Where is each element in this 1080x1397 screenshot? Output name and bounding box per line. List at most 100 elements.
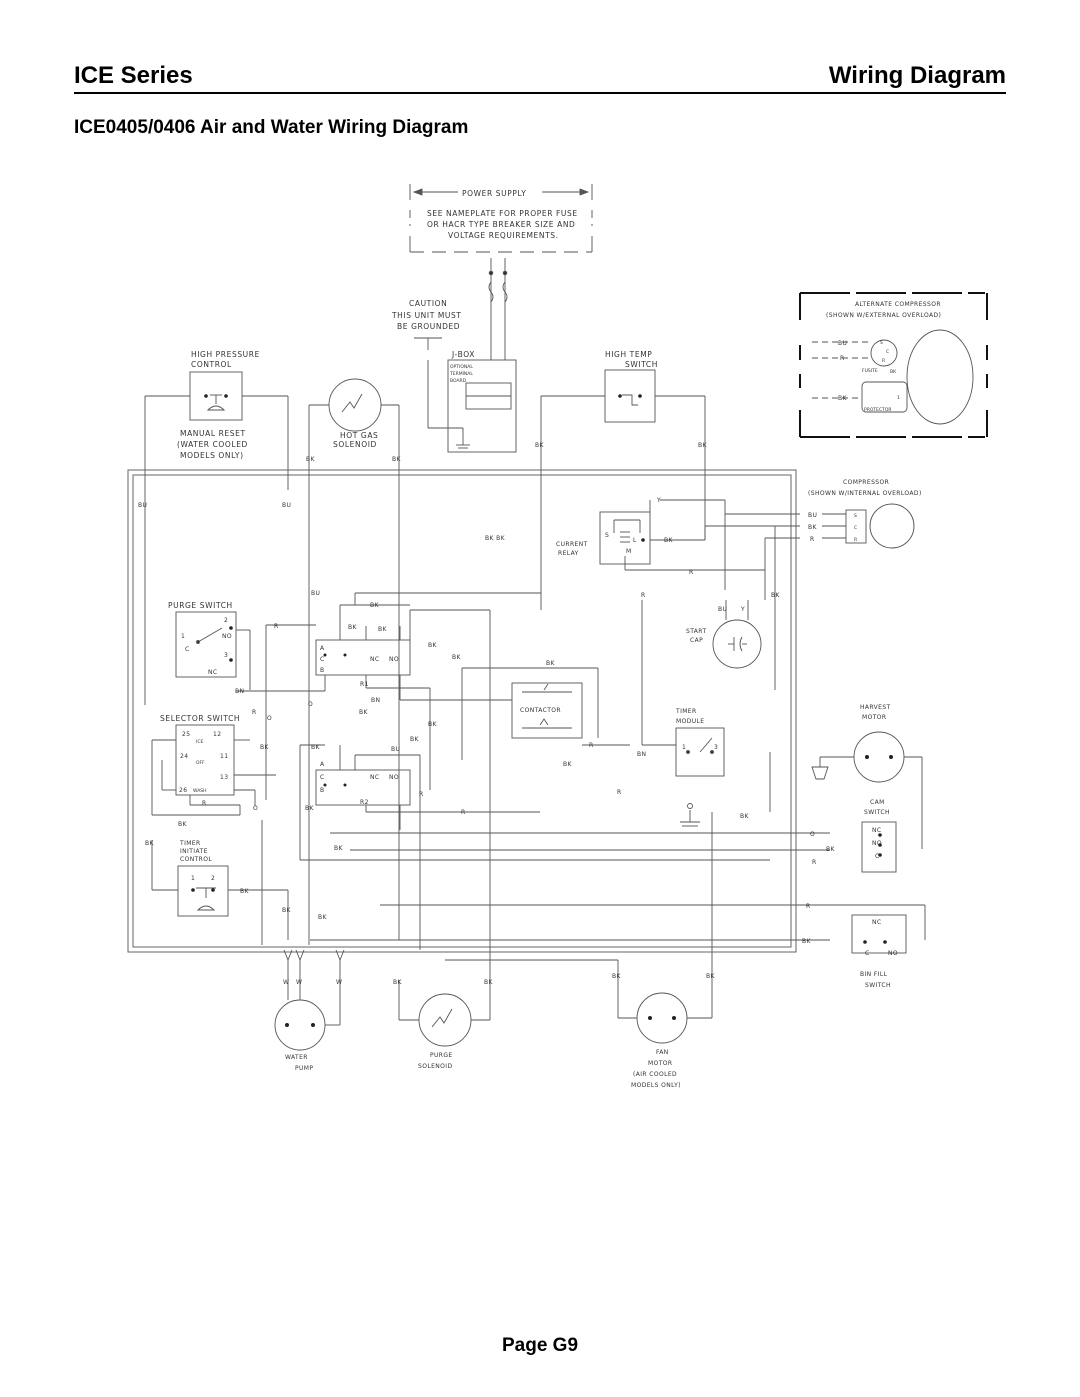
compressor-pin-s: S <box>854 513 857 519</box>
wire-label: BK <box>378 626 388 633</box>
wire-label: BK <box>410 736 420 743</box>
wire-label: BU <box>718 606 727 613</box>
wire-label: BK <box>370 602 380 609</box>
wire-label: BK <box>282 907 292 914</box>
wire-label: BU <box>282 502 291 509</box>
bin-fill-title-2: SWITCH <box>865 982 891 989</box>
r2-label: R2 <box>360 799 369 806</box>
power-supply-line-3: VOLTAGE REQUIREMENTS. <box>448 231 559 240</box>
wire-label: R <box>461 809 466 816</box>
purge-term-no: NO <box>222 633 232 640</box>
hot-gas-label-1: HOT GAS <box>340 431 378 440</box>
wire-label: R <box>274 623 279 630</box>
start-capacitor <box>712 619 762 669</box>
purge-term-nc: NC <box>208 669 217 676</box>
harvest-motor-label-2: MOTOR <box>862 714 886 721</box>
compressor-wire-bk: BK <box>808 524 818 531</box>
wire-label: W <box>283 979 289 986</box>
fan-motor-label-2: MOTOR <box>648 1060 672 1067</box>
r2-term-a: A <box>320 761 325 768</box>
wire-label: BK <box>260 744 270 751</box>
high-pressure-note-3: MODELS ONLY) <box>180 451 244 460</box>
wire-label: BK <box>306 456 316 463</box>
selector-off: OFF <box>196 760 205 766</box>
wire-label: O <box>267 715 272 722</box>
alt-wire-bu: BU <box>838 340 847 347</box>
timer-initiate-term-2: 2 <box>211 875 215 882</box>
jbox-board-3: BOARD <box>450 378 467 384</box>
jbox-board-1: OPTIONAL <box>450 364 473 370</box>
wire-label: W <box>296 979 302 986</box>
alt-protector: PROTECTOR <box>864 407 892 413</box>
wire-label: R <box>589 742 594 749</box>
purge-solenoid-label-1: PURGE <box>430 1052 453 1059</box>
fan-motor-label-4: MODELS ONLY) <box>631 1082 681 1089</box>
wire-label: BK <box>563 761 573 768</box>
r1-term-a: A <box>320 645 325 652</box>
jbox-board-2: TERMINAL <box>449 371 473 377</box>
section-title: Wiring Diagram <box>828 62 1006 89</box>
wire-label: BU <box>138 502 147 509</box>
timer-module <box>675 727 725 777</box>
bin-term-c: C <box>865 950 870 957</box>
wire-label: BK <box>484 979 494 986</box>
start-cap-label-1: START <box>686 628 707 635</box>
fan-motor-label-1: FAN <box>656 1049 669 1056</box>
page-number: Page G9 <box>501 1335 579 1356</box>
caution-line-1: THIS UNIT MUST <box>391 311 462 320</box>
compressor-pin-c: C <box>854 525 857 531</box>
alt-compressor-title-2: (SHOWN W/EXTERNAL OVERLOAD) <box>826 312 941 319</box>
wire-label: BK <box>428 642 438 649</box>
r1-term-nc: NC <box>370 656 379 663</box>
r1-term-b: B <box>320 667 325 674</box>
timer-initiate-control <box>177 865 229 917</box>
wire-label: BK <box>706 973 716 980</box>
cam-term-nc: NC <box>872 827 881 834</box>
wire-label: BK <box>612 973 622 980</box>
relay-r1 <box>315 639 411 676</box>
selector-switch <box>175 724 235 796</box>
purge-term-3: 3 <box>224 652 228 659</box>
wire-label: BK <box>145 840 155 847</box>
wire-label: BK <box>393 979 403 986</box>
purge-switch <box>175 611 237 678</box>
contactor-label: CONTACTOR <box>520 707 561 714</box>
caution-label: CAUTION <box>409 299 447 308</box>
timer-module-term-3: 3 <box>714 744 718 751</box>
cam-switch-title-2: SWITCH <box>864 809 890 816</box>
wire-label: BK <box>802 938 812 945</box>
compressor-title-1: COMPRESSOR <box>843 479 889 486</box>
wire-label: BN <box>371 697 380 704</box>
compressor <box>869 503 915 549</box>
wire-label: BN <box>637 751 646 758</box>
alt-compressor-title-1: ALTERNATE COMPRESSOR <box>855 301 941 308</box>
power-supply-line-1: SEE NAMEPLATE FOR PROPER FUSE <box>427 209 578 218</box>
high-temp-switch <box>604 369 656 423</box>
cam-switch-title-1: CAM <box>870 799 885 806</box>
wire-label: R <box>252 709 257 716</box>
high-pressure-title-1: HIGH PRESSURE <box>191 350 260 359</box>
alt-one: 1 <box>897 395 900 401</box>
selector-term-12: 12 <box>213 731 221 738</box>
harvest-motor-label-1: HARVEST <box>860 704 891 711</box>
caution-line-2: BE GROUNDED <box>397 322 460 331</box>
wire-label: BK <box>392 456 402 463</box>
wire-label: BK <box>826 846 836 853</box>
timer-initiate-term-1: 1 <box>191 875 195 882</box>
series-title: ICE Series <box>74 62 193 89</box>
wire-label: R <box>419 791 424 798</box>
wire-label: O <box>253 805 258 812</box>
selector-wash: WASH <box>193 788 207 794</box>
r1-term-c: C <box>320 656 325 663</box>
wire-label: BK <box>348 624 358 631</box>
r2-term-c: C <box>320 774 325 781</box>
bin-term-no: NO <box>888 950 898 957</box>
timer-initiate-title-2: INITIATE <box>180 848 208 855</box>
wire-label: O <box>810 831 815 838</box>
wire-label: BK <box>698 442 708 449</box>
wire-label: BK <box>305 805 315 812</box>
current-relay-pin-l: L <box>633 537 637 544</box>
fan-motor-label-3: (AIR COOLED <box>633 1071 677 1078</box>
wire-label: BK <box>178 821 188 828</box>
